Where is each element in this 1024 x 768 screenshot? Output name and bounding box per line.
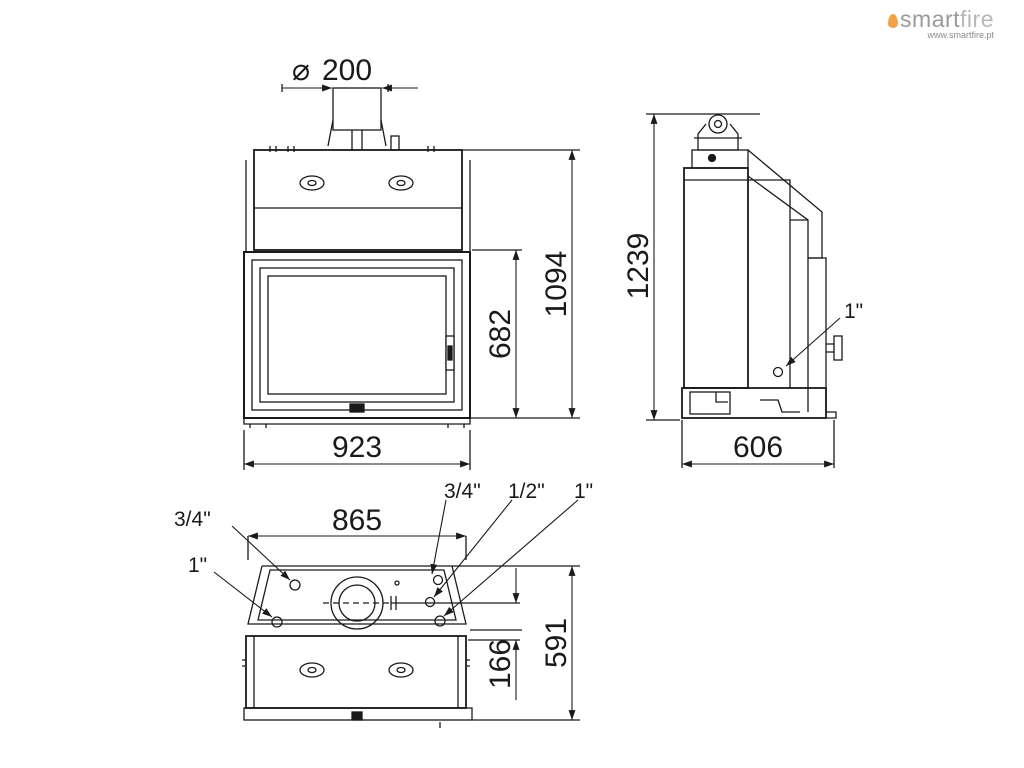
label-side-connection: 1" (844, 300, 863, 323)
leader-side-1in (785, 317, 841, 367)
label-flue-symbol: ⌀ (292, 54, 310, 87)
leader-right-12 (433, 499, 513, 598)
leader-right-34 (430, 499, 447, 575)
side-view (646, 113, 843, 468)
leader-left-34 (231, 525, 291, 581)
label-conn-right-a: 3/4" (444, 480, 481, 503)
label-conn-left-upper: 3/4" (174, 508, 211, 531)
label-side-depth: 606 (733, 431, 783, 464)
brand-url: www.smartfire.pt (927, 30, 994, 40)
label-flue-diameter: 200 (322, 54, 372, 87)
label-side-height: 1239 (622, 233, 655, 300)
label-conn-right-c: 1" (574, 480, 593, 503)
leader-right-1 (443, 499, 579, 617)
label-top-depth: 591 (540, 618, 573, 668)
flame-icon (888, 14, 899, 28)
label-front-height: 1094 (540, 251, 573, 318)
top-view (242, 536, 580, 728)
label-conn-right-b: 1/2" (508, 480, 545, 503)
label-front-width: 923 (332, 431, 382, 464)
leader-left-1 (213, 571, 273, 618)
front-view (243, 84, 580, 470)
label-door-height: 682 (484, 309, 517, 359)
brand-logo: smartfire www.smartfire.pt (888, 6, 994, 40)
label-conn-left-lower: 1" (188, 554, 207, 577)
brand-name: smartfire (888, 6, 994, 33)
label-top-offset: 166 (484, 639, 517, 689)
label-top-width: 865 (332, 504, 382, 537)
